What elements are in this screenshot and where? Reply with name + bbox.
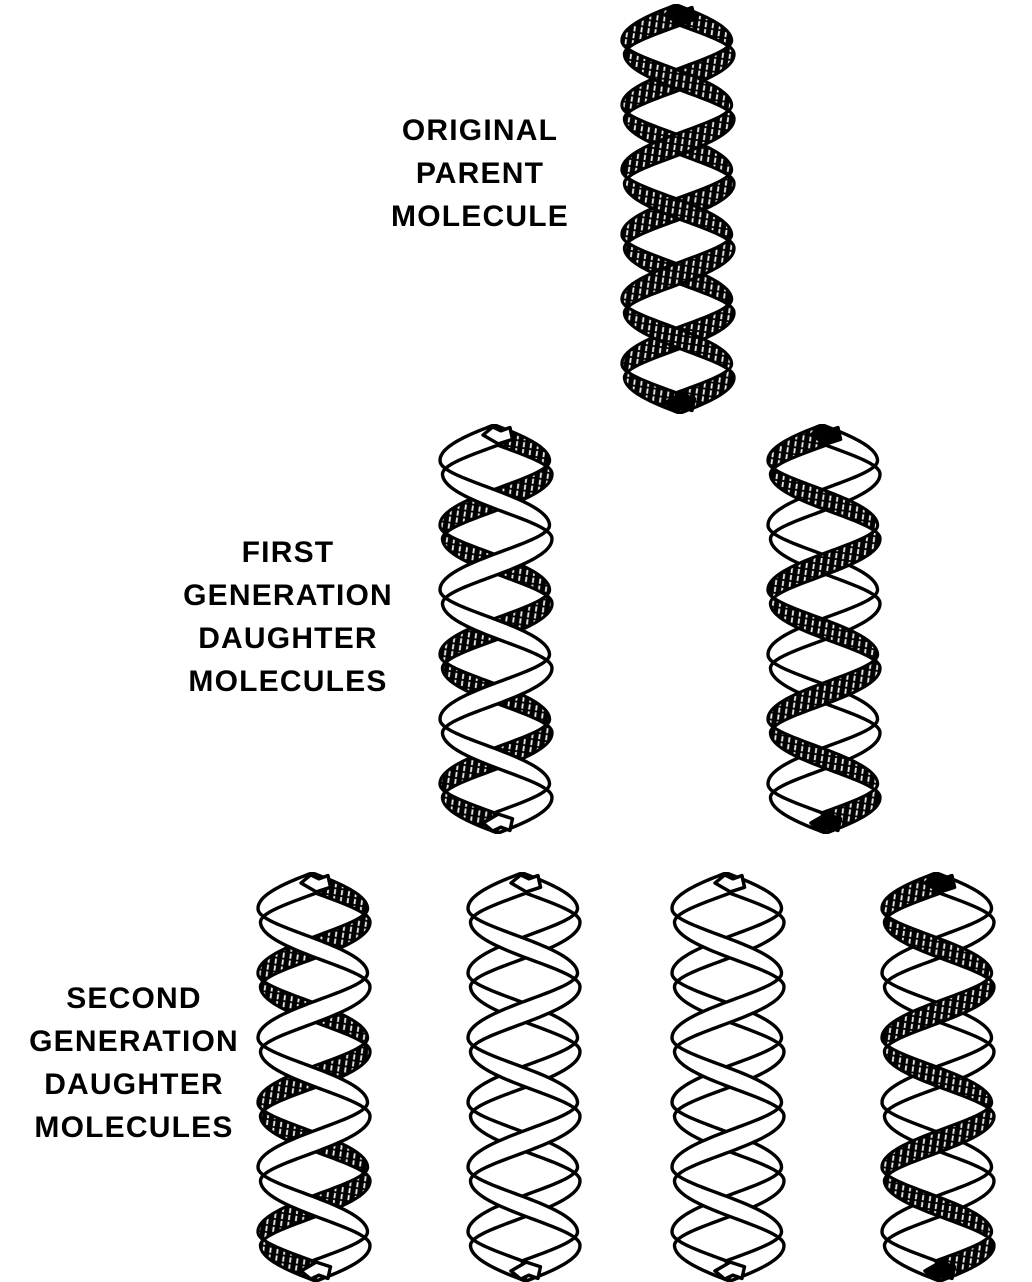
label-line: MOLECULES xyxy=(34,1110,234,1144)
generation-label-first-generation: FIRST GENERATION DAUGHTER MOLECULES xyxy=(168,532,408,704)
strand-end-cap xyxy=(481,425,515,446)
label-line: GENERATION xyxy=(29,1024,239,1058)
base-pair-rungs xyxy=(766,424,882,834)
strand-end-cap xyxy=(923,873,957,894)
dna-molecule-gen1-2 xyxy=(758,424,890,834)
strand-end-cap xyxy=(299,873,333,894)
label-line: ORIGINAL xyxy=(401,114,559,147)
strand-end-cap xyxy=(481,812,515,833)
strand-end-cap xyxy=(299,1260,333,1281)
strand-end-cap xyxy=(663,392,697,413)
label-line: SECOND xyxy=(66,982,202,1015)
strand-end-cap xyxy=(713,873,747,894)
dna-molecule-parent-1 xyxy=(612,4,744,414)
strand-end-cap xyxy=(663,5,697,26)
dna-molecule-gen2-1 xyxy=(248,872,380,1282)
label-line: PARENT xyxy=(415,156,545,190)
dna-molecule-gen2-4 xyxy=(872,872,1004,1282)
generation-label-second-generation: SECOND GENERATION DAUGHTER MOLECULES xyxy=(18,978,250,1150)
label-line: MOLECULES xyxy=(188,664,388,698)
strand-end-cap xyxy=(809,812,843,833)
label-line: DAUGHTER xyxy=(44,1067,224,1101)
dna-strand-new xyxy=(438,424,554,834)
generation-label-parent: ORIGINAL PARENT MOLECULE xyxy=(372,110,588,239)
dna-molecule-gen1-1 xyxy=(430,424,562,834)
strand-end-cap xyxy=(509,873,543,894)
label-line: FIRST xyxy=(241,536,335,569)
strand-end-cap xyxy=(923,1260,957,1281)
strand-end-cap xyxy=(509,1260,543,1281)
label-line: MOLECULE xyxy=(391,199,569,233)
dna-molecule-gen2-2 xyxy=(458,872,590,1282)
base-pair-rungs xyxy=(620,4,736,414)
label-line: DAUGHTER xyxy=(198,621,378,655)
strand-end-cap xyxy=(713,1260,747,1281)
dna-molecule-gen2-3 xyxy=(662,872,794,1282)
label-line: GENERATION xyxy=(183,578,393,612)
strand-end-cap xyxy=(809,425,843,446)
